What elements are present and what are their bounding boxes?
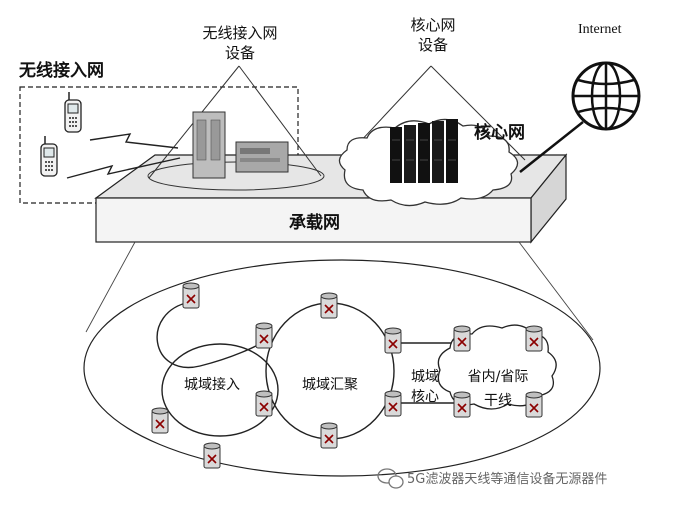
core-network-label: 核心网 [474, 123, 525, 143]
router-icon [320, 292, 338, 319]
metro-access-label: 城域接入 [184, 377, 240, 393]
projection-lines [85, 241, 594, 341]
router-icon [384, 390, 402, 417]
radio-signal-lines [66, 133, 181, 179]
trunk-label: 省内/省际 [467, 369, 529, 385]
bearer-network-label: 承载网 [289, 213, 340, 233]
router-icon [182, 282, 200, 309]
router-icon [384, 327, 402, 354]
internet-label: Internet [578, 22, 622, 37]
router-icon [453, 391, 471, 418]
access-loop-upper [156, 301, 267, 369]
core-device-label: 核心网 [410, 16, 456, 34]
router-icon [320, 422, 338, 449]
router-icon [453, 325, 471, 352]
bearer-network-detail-ellipse [83, 259, 601, 477]
base-station-icon [192, 111, 289, 179]
trunk-label-2: 干线 [484, 393, 512, 409]
globe-icon [571, 61, 641, 131]
metro-access-ring [161, 343, 279, 437]
core-device-label-2: 设备 [417, 36, 449, 54]
internet-link [519, 121, 584, 173]
server-rack-icon [390, 119, 458, 183]
mobile-phone-icon [64, 91, 82, 133]
metro-core-label: 城域 [411, 369, 439, 385]
wireless-access-network-label: 无线接入网 [19, 61, 104, 81]
wireless-access-device-label-2: 设备 [224, 44, 256, 62]
router-icon [151, 407, 169, 434]
router-icon [525, 325, 543, 352]
wireless-access-device-label: 无线接入网 [202, 24, 278, 42]
wechat-icon [377, 468, 404, 489]
metro-aggregation-label: 城域汇聚 [302, 377, 358, 393]
router-icon [255, 390, 273, 417]
router-icon [203, 442, 221, 469]
watermark-text: 5G滤波器天线等通信设备无源器件 [407, 472, 608, 487]
metro-core-links [393, 342, 460, 404]
router-icon [525, 391, 543, 418]
mobile-phone-icon [40, 135, 58, 177]
router-icon [255, 322, 273, 349]
metro-core-label-2: 核心 [411, 389, 439, 405]
